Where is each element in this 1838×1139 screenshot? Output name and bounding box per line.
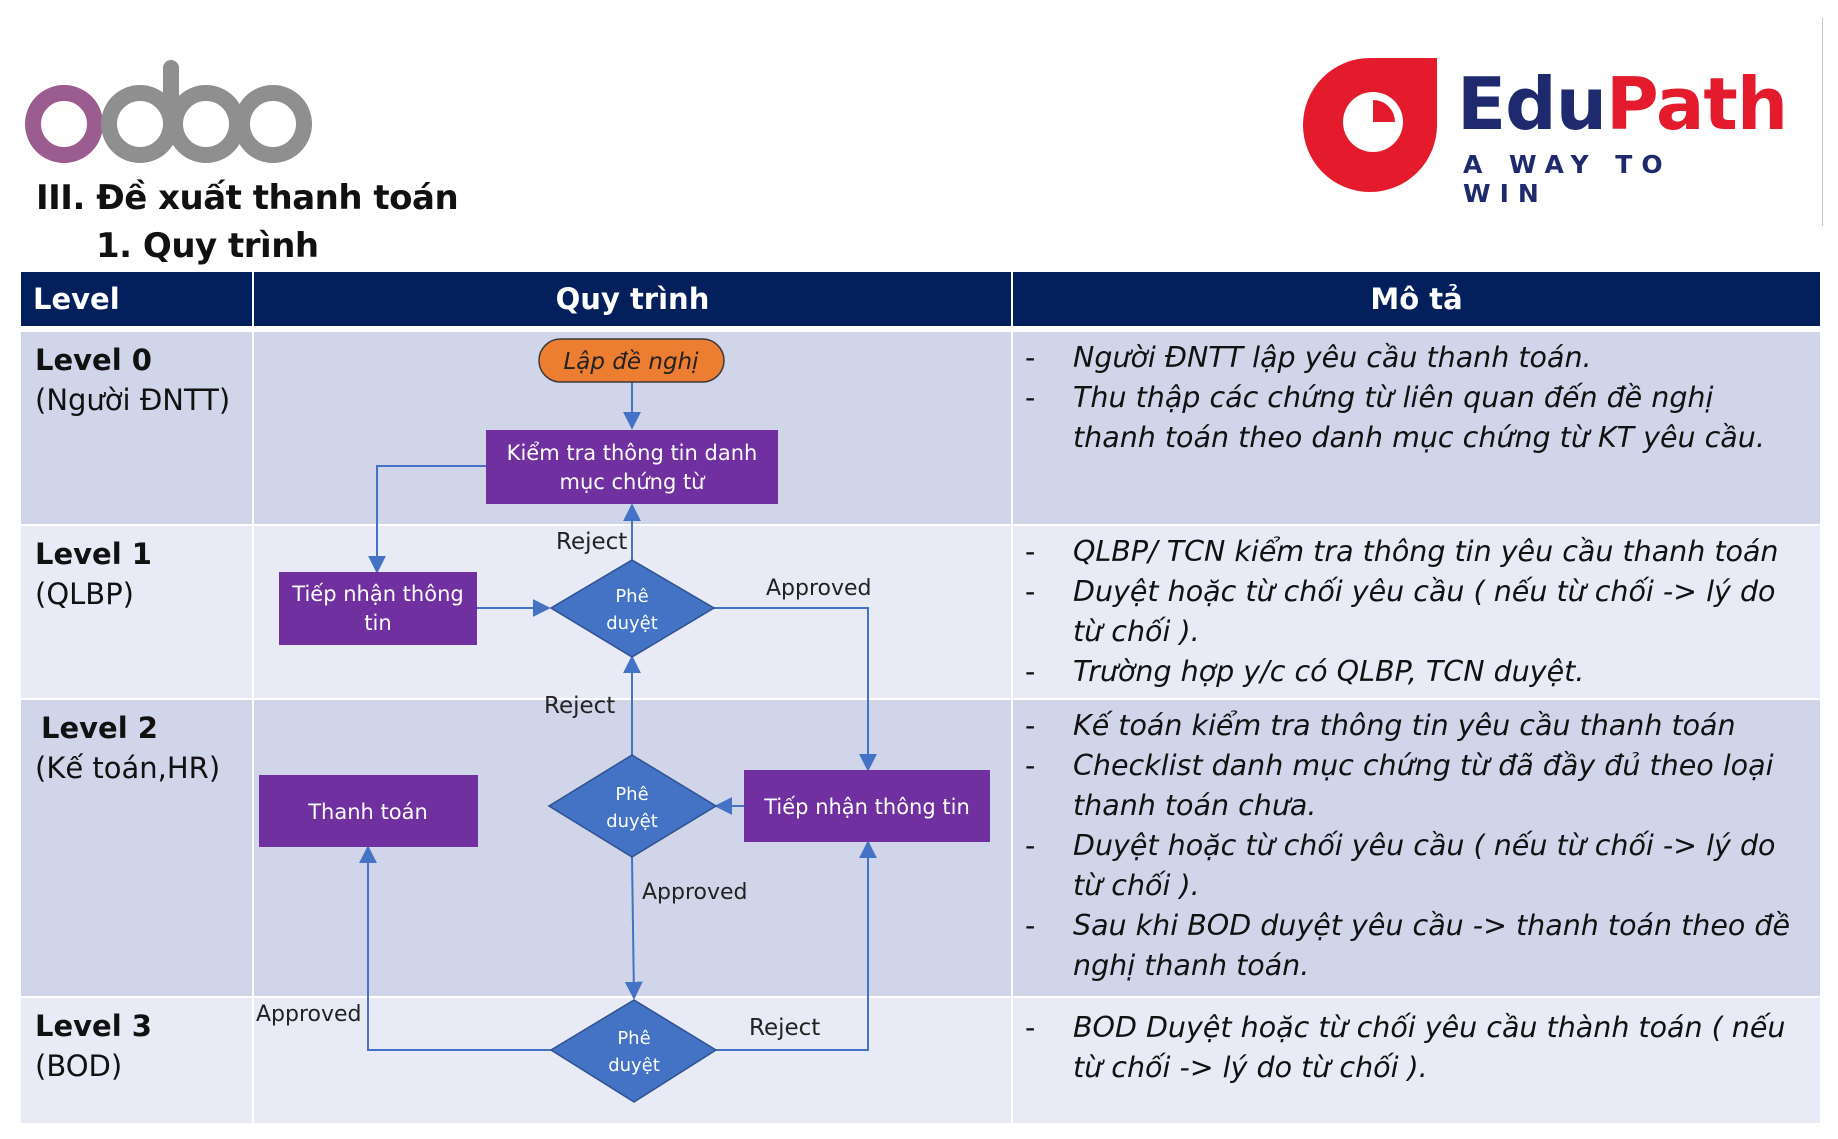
approve-l3-label-1: Phê <box>617 1028 650 1049</box>
level-0-cell: Level 0 (Người ĐNTT) <box>21 332 252 524</box>
description-list-0: Người ĐNTT lập yêu cầu thanh toán. Thu t… <box>1013 338 1800 458</box>
approve-l1-label-1: Phê <box>615 586 648 607</box>
approve-l3-decision <box>549 999 718 1103</box>
edupath-wordmark: EduPath <box>1457 62 1788 146</box>
payment-box <box>259 775 478 847</box>
description-cell-2: Kế toán kiểm tra thông tin yêu cầu thanh… <box>1013 700 1820 996</box>
reject-label-l3: Reject <box>749 1015 820 1041</box>
level-2-label: Level 2 <box>41 711 158 745</box>
description-item: Kế toán kiểm tra thông tin yêu cầu thanh… <box>1013 706 1800 746</box>
start-node-label: Lập đề nghị <box>563 349 699 375</box>
approve-l2-decision <box>547 754 718 858</box>
approve-l2-label-2: duyệt <box>606 811 658 832</box>
description-list-1: QLBP/ TCN kiểm tra thông tin yêu cầu tha… <box>1013 532 1800 692</box>
arrow-approve-l3-reject <box>716 840 877 1051</box>
level-1-cell: Level 1 (QLBP) <box>21 526 252 698</box>
level-2-cell: Level 2 (Kế toán,HR) <box>21 700 252 996</box>
approve-l2-label-1: Phê <box>615 784 648 805</box>
subsection-title: 1. Quy trình <box>96 226 319 266</box>
level-2-role: (Kế toán,HR) <box>35 751 221 785</box>
receive-info-l2-box <box>744 770 990 842</box>
odoo-logo <box>25 60 312 163</box>
approved-label-l1: Approved <box>766 576 872 601</box>
start-node <box>538 338 725 383</box>
level-0-role: (Người ĐNTT) <box>35 383 231 417</box>
reject-label-l2: Reject <box>544 693 615 719</box>
receive-info-l1-label-2: tin <box>364 611 391 635</box>
level-1-label: Level 1 <box>35 537 152 571</box>
approved-label-l3: Approved <box>256 1002 362 1027</box>
reject-label-l1: Reject <box>556 529 627 555</box>
header-level: Level <box>21 272 252 326</box>
description-cell-3: BOD Duyệt hoặc từ chối yêu cầu thành toá… <box>1013 998 1820 1123</box>
edupath-emblem-icon <box>1303 58 1437 192</box>
description-cell-1: QLBP/ TCN kiểm tra thông tin yêu cầu tha… <box>1013 526 1820 698</box>
arrow-approve-l2-approved <box>624 856 643 1000</box>
description-item: Duyệt hoặc từ chối yêu cầu ( nếu từ chối… <box>1013 826 1800 906</box>
description-item: Người ĐNTT lập yêu cầu thanh toán. <box>1013 338 1800 378</box>
level-3-role: (BOD) <box>35 1049 123 1083</box>
receive-info-l1-label-1: Tiếp nhận thông <box>291 582 463 606</box>
approved-label-l2: Approved <box>642 880 748 905</box>
edupath-tagline: A WAY TO WIN <box>1463 150 1672 208</box>
approve-l1-decision <box>549 559 716 658</box>
header-description: Mô tả <box>1013 272 1820 326</box>
arrow-check-to-receive-l1 <box>368 465 486 574</box>
edupath-logo: EduPath A WAY TO WIN <box>1295 50 1788 208</box>
description-item: Checklist danh mục chứng từ đã đầy đủ th… <box>1013 746 1800 826</box>
check-docs-label-1: Kiểm tra thông tin danh <box>507 441 758 465</box>
receive-info-l1-box <box>279 572 477 645</box>
description-item: Thu thập các chứng từ liên quan đến đề n… <box>1013 378 1800 458</box>
section-title: III. Đề xuất thanh toán <box>36 178 459 218</box>
approve-l1-label-2: duyệt <box>606 613 658 634</box>
description-cell-0: Người ĐNTT lập yêu cầu thanh toán. Thu t… <box>1013 332 1820 524</box>
description-list-2: Kế toán kiểm tra thông tin yêu cầu thanh… <box>1013 706 1800 986</box>
arrow-approve-l3-approved <box>359 845 551 1051</box>
divider <box>1822 18 1823 226</box>
description-item: BOD Duyệt hoặc từ chối yêu cầu thành toá… <box>1013 1008 1800 1088</box>
connectors <box>359 382 877 1051</box>
description-item: QLBP/ TCN kiểm tra thông tin yêu cầu tha… <box>1013 532 1800 572</box>
header-process: Quy trình <box>254 272 1011 326</box>
check-docs-label-2: mục chứng từ <box>559 470 706 494</box>
description-item: Duyệt hoặc từ chối yêu cầu ( nếu từ chối… <box>1013 572 1800 652</box>
approve-l3-label-2: duyệt <box>608 1055 660 1076</box>
arrow-approve-l1-approved <box>714 607 877 772</box>
description-list-3: BOD Duyệt hoặc từ chối yêu cầu thành toá… <box>1013 1008 1800 1088</box>
payment-label: Thanh toán <box>307 800 428 824</box>
level-0-label: Level 0 <box>35 343 152 377</box>
receive-info-l2-label: Tiếp nhận thông tin <box>763 795 970 819</box>
description-item: Sau khi BOD duyệt yêu cầu -> thanh toán … <box>1013 906 1800 986</box>
level-1-role: (QLBP) <box>35 577 134 611</box>
description-item: Trường hợp y/c có QLBP, TCN duyệt. <box>1013 652 1800 692</box>
level-3-cell: Level 3 (BOD) <box>21 998 252 1123</box>
check-docs-box <box>486 430 778 504</box>
level-3-label: Level 3 <box>35 1009 152 1043</box>
